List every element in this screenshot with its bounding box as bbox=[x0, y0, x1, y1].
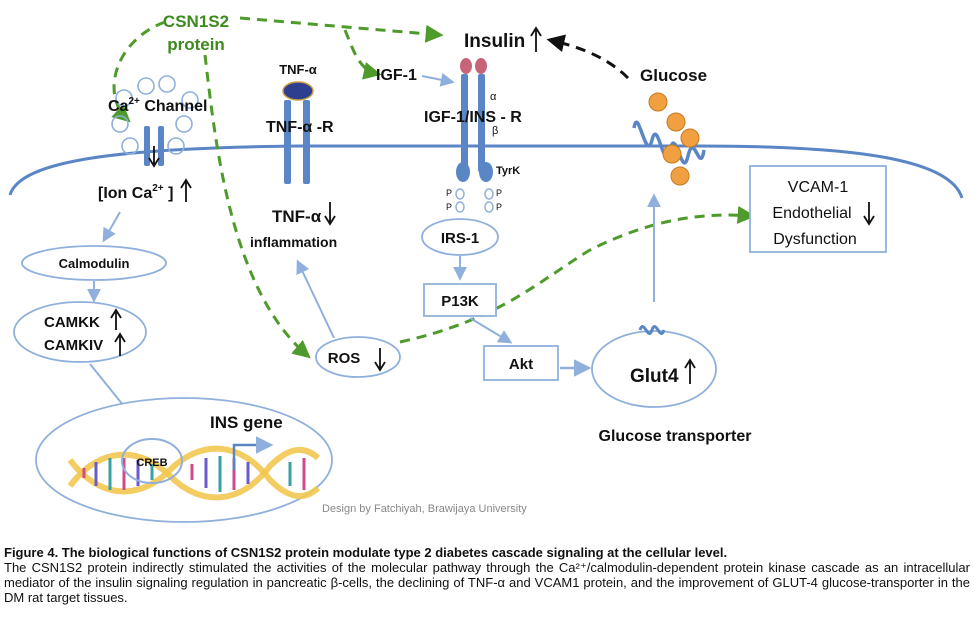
glucose-label: Glucose bbox=[640, 66, 707, 85]
vcam-box bbox=[749, 165, 887, 253]
insulin-up-arrow bbox=[530, 26, 542, 52]
tyrk-label: TyrK bbox=[496, 165, 520, 177]
inflammation-label: inflammation bbox=[250, 234, 337, 250]
insulin-receptor-heads bbox=[460, 58, 487, 74]
ca-channel-label: Ca2+ Channel bbox=[108, 96, 207, 115]
tnf-receptor-shape bbox=[284, 100, 310, 184]
p13k-label: P13K bbox=[441, 293, 479, 310]
glucose-transporter-label: Glucose transporter bbox=[599, 428, 752, 445]
calcium-ions bbox=[111, 75, 199, 155]
csn1s2-label-line1: CSN1S2 bbox=[163, 12, 229, 31]
irs1-label: IRS-1 bbox=[441, 230, 479, 247]
insulin-label: Insulin bbox=[464, 31, 525, 52]
tyrk-domains bbox=[456, 162, 493, 182]
arrow-p13k-to-akt bbox=[469, 317, 513, 344]
akt-label: Akt bbox=[509, 356, 533, 373]
dashed-arrow-to-ca-channel bbox=[111, 20, 166, 123]
alpha-label: α bbox=[490, 91, 497, 103]
igf-ins-receptor-shape bbox=[461, 74, 485, 172]
glut4-node bbox=[591, 330, 717, 408]
caption-body: The CSN1S2 protein indirectly stimulated… bbox=[4, 560, 970, 605]
camkk-up-arrow bbox=[110, 308, 122, 330]
camkiv-up-arrow bbox=[114, 332, 126, 356]
dashed-arrow-to-ros bbox=[203, 54, 311, 359]
dashed-arrow-to-insulin bbox=[239, 16, 444, 43]
calmodulin-node bbox=[21, 245, 167, 281]
phosphate-label-1: P bbox=[446, 188, 452, 198]
tnf-alpha-ligand bbox=[282, 81, 314, 101]
dashed-arrow-to-vcam bbox=[399, 205, 756, 344]
camkk-label: CAMKK bbox=[44, 314, 100, 331]
creb-node bbox=[121, 438, 183, 484]
ros-down-arrow bbox=[374, 348, 386, 372]
vcam-line2: Endothelial bbox=[772, 205, 851, 222]
glut4-label: Glut4 bbox=[630, 366, 679, 387]
creb-label: CREB bbox=[136, 457, 167, 469]
p13k-node bbox=[423, 283, 497, 317]
tnf-alpha-down-arrow bbox=[324, 202, 336, 226]
figure-caption: Figure 4. The biological functions of CS… bbox=[4, 545, 970, 605]
akt-node bbox=[483, 345, 559, 381]
design-credit: Design by Fatchiyah, Brawijaya Universit… bbox=[322, 503, 527, 515]
camk-node bbox=[13, 301, 147, 363]
glut4-up-arrow bbox=[684, 358, 696, 384]
tnf-receptor-label: TNF-α -R bbox=[266, 119, 334, 136]
csn1s2-label-line2: protein bbox=[167, 35, 225, 54]
arrow-ion-to-calmodulin bbox=[102, 211, 121, 243]
vcam-line1: VCAM-1 bbox=[788, 179, 849, 196]
tnf-alpha-ligand-label: TNF-α bbox=[279, 62, 317, 77]
ros-label: ROS bbox=[328, 350, 361, 367]
camkiv-label: CAMKIV bbox=[44, 337, 103, 354]
ins-gene-label: INS gene bbox=[210, 413, 283, 432]
phosphate-groups bbox=[455, 188, 494, 213]
caption-title: Figure 4. The biological functions of CS… bbox=[4, 545, 728, 560]
signaling-diagram: CSN1S2 protein Insulin Glucose Ca2+ Chan… bbox=[8, 12, 964, 523]
tnf-alpha-down-label: TNF-α bbox=[272, 207, 322, 226]
arrow-ros-to-inflammation bbox=[296, 259, 335, 339]
ion-ca-label: [Ion Ca2+ ] bbox=[98, 183, 173, 202]
igf-ins-receptor-label: IGF-1/INS - R bbox=[424, 109, 522, 126]
dna-helix bbox=[67, 445, 321, 501]
arrow-igf1-to-receptor bbox=[421, 72, 455, 87]
igf1-label: IGF-1 bbox=[376, 67, 417, 84]
cell-membrane bbox=[8, 144, 964, 199]
glucose-molecules bbox=[648, 92, 700, 186]
vcam-line3: Dysfunction bbox=[773, 231, 857, 248]
vcam-down-arrow bbox=[863, 202, 875, 226]
calmodulin-label: Calmodulin bbox=[59, 256, 130, 271]
glut4-vesicle-transporter bbox=[638, 325, 666, 335]
ca-channel-shape bbox=[144, 126, 164, 166]
dashed-arrow-to-igf1 bbox=[343, 29, 382, 80]
ins-gene-arrow bbox=[232, 436, 274, 470]
ca-channel-down-arrow bbox=[148, 146, 160, 168]
phosphate-label-2: P bbox=[446, 202, 452, 212]
phosphate-label-3: P bbox=[496, 188, 502, 198]
irs1-node bbox=[421, 218, 499, 256]
ion-ca-up-arrow bbox=[180, 178, 192, 202]
phosphate-label-4: P bbox=[496, 202, 502, 212]
beta-label: β bbox=[492, 125, 498, 137]
dashed-arrow-glucose-to-insulin bbox=[546, 34, 630, 80]
